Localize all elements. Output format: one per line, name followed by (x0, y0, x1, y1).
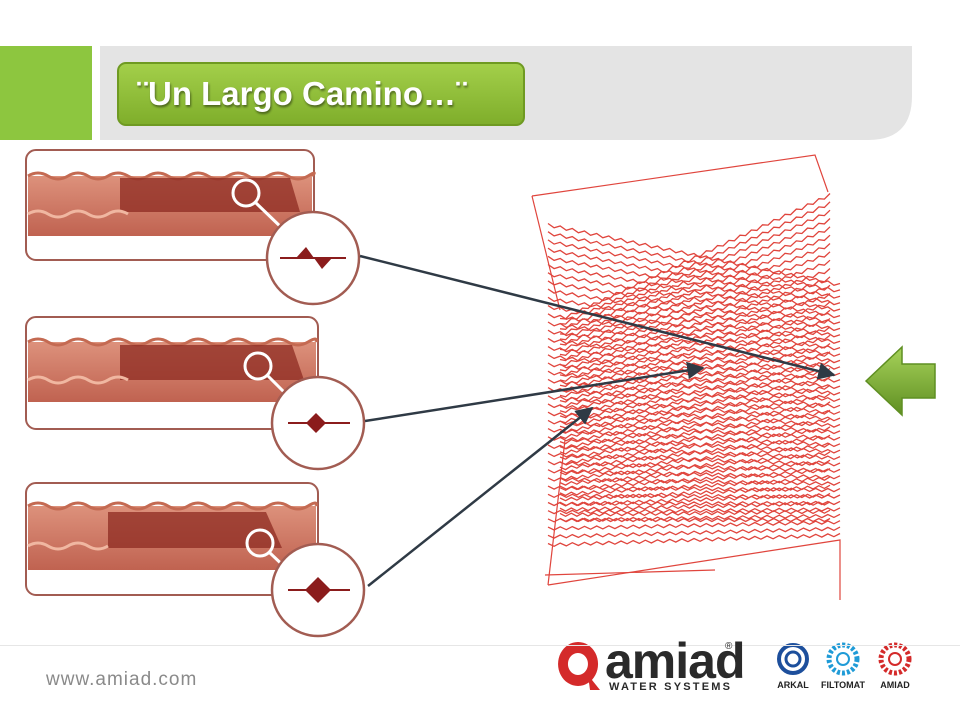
groove-line (547, 337, 841, 377)
groove-line (559, 501, 831, 512)
groove-line (559, 434, 831, 471)
groove-line (547, 387, 841, 415)
groove-line (559, 509, 831, 518)
filtomat-logo-icon (826, 642, 860, 676)
groove-line (559, 517, 831, 523)
groove-line (547, 296, 841, 345)
groove-line (559, 451, 831, 481)
zoom-circle-icon (245, 528, 275, 558)
slide-title: ¨Un Largo Camino…¨ (117, 62, 525, 126)
groove-line (559, 259, 831, 362)
groove-line (559, 401, 831, 450)
groove-line (559, 201, 831, 325)
zoom-circle-icon (243, 351, 273, 381)
groove-line (559, 442, 831, 476)
groove-line (559, 293, 831, 382)
groove-line (559, 384, 831, 440)
disc-panel-2 (25, 316, 366, 471)
zoom-circle-icon (231, 178, 261, 208)
groove-line (547, 239, 841, 299)
groove-line (559, 376, 831, 434)
arkal-logo-icon (777, 643, 809, 675)
groove-line (559, 251, 831, 356)
connector-arrows (359, 254, 836, 587)
groove-line (547, 329, 841, 370)
groove-line (547, 526, 841, 539)
groove-line (547, 231, 841, 293)
brand-label-filtomat: FILTOMAT (821, 680, 865, 690)
groove-line (559, 359, 831, 424)
groove-line (559, 309, 831, 393)
groove-line (559, 484, 831, 502)
groove-line (547, 520, 841, 531)
groove-line (559, 492, 831, 507)
website-url[interactable]: www.amiad.com (46, 669, 198, 690)
disc-panel-1 (25, 149, 361, 306)
groove-line (547, 493, 841, 499)
groove-line (559, 209, 831, 330)
arrow-panel-1 (359, 254, 836, 380)
groove-line (559, 367, 831, 429)
groove-line (547, 428, 841, 448)
header-green-block (0, 46, 92, 140)
groove-line (559, 193, 831, 320)
groove-line (547, 513, 841, 523)
amiad-ring-logo-icon (878, 642, 912, 676)
groove-line (547, 500, 841, 507)
groove-line (559, 234, 831, 346)
groove-line (547, 288, 841, 338)
groove-line (559, 218, 831, 336)
amiad-logo-text: amiad (605, 633, 746, 689)
green-left-arrow-icon[interactable] (864, 345, 936, 417)
groove-line (547, 395, 841, 422)
groove-line (559, 284, 831, 377)
groove-line (559, 476, 831, 497)
groove-line (559, 268, 831, 367)
amiad-logo-icon (558, 642, 600, 690)
arrow-panel-2 (364, 361, 705, 423)
groove-line (547, 444, 841, 461)
disc-panel-3 (25, 482, 366, 638)
amiad-logo-subtitle: WATER SYSTEMS (609, 681, 733, 693)
groove-line (547, 411, 841, 435)
groove-line (547, 222, 841, 287)
groove-line (559, 459, 831, 486)
groove-line (559, 226, 831, 341)
brand-label-arkal: ARKAL (777, 680, 809, 690)
footer-divider (0, 645, 960, 646)
brand-label-amiad: AMIAD (880, 680, 910, 690)
disc-stack-outline (531, 154, 841, 600)
groove-line (559, 467, 831, 492)
groove-line (547, 532, 841, 548)
groove-line (559, 409, 831, 455)
groove-line (559, 417, 831, 460)
amiad-registered-mark: ® (725, 641, 733, 652)
arrow-panel-3 (367, 406, 594, 587)
groove-line (547, 321, 841, 364)
groove-line (559, 426, 831, 466)
groove-line (547, 403, 841, 428)
groove-line (547, 507, 841, 515)
groove-line (547, 436, 841, 454)
